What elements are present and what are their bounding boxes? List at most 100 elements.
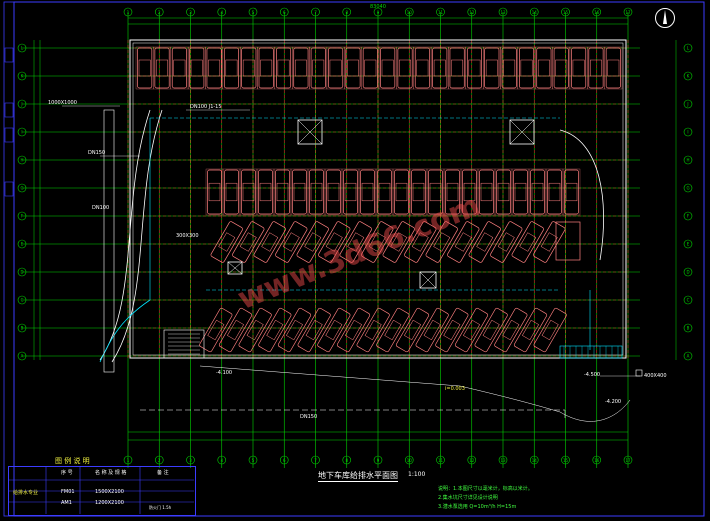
parking-stall-angled-upper	[404, 221, 437, 263]
parking-stall-middle-windshield	[531, 182, 544, 202]
parking-stall-angled-lower	[415, 307, 449, 353]
legend-header-1: 序 号	[61, 470, 73, 476]
column-axis-label: 12	[469, 10, 475, 15]
parking-stall-top-windshield	[607, 59, 620, 77]
parking-stall-top-bay	[430, 46, 449, 90]
parking-stall-top-windshield	[242, 59, 255, 77]
shaft-center	[419, 271, 437, 289]
column-axis-bubble-top	[342, 7, 352, 17]
parking-stall-top-windshield	[347, 59, 359, 77]
parking-stall-top-bay	[309, 46, 328, 90]
parking-stall-middle-windshield	[565, 182, 578, 202]
row-axis-bubble-left	[17, 351, 27, 361]
parking-stall-top-bay	[465, 46, 484, 90]
column-axis-label: 8	[345, 10, 348, 15]
parking-stall-middle-bay	[511, 168, 530, 216]
parking-stall-angled-upper	[296, 221, 329, 263]
row-axis-label-right: E	[687, 242, 690, 247]
column-axis-label: 11	[438, 10, 444, 15]
parking-stall-top-windshield	[381, 59, 394, 77]
column-axis-bubble-top	[217, 7, 227, 17]
parking-stall-top-windshield	[208, 59, 221, 77]
parking-stall-angled-lower	[533, 307, 567, 353]
parking-stall-angled-lower	[258, 307, 292, 353]
parking-stall-top	[328, 47, 344, 89]
legend-row-1-size: 1500X2100	[95, 489, 124, 495]
parking-stall-angled-lower	[336, 307, 371, 353]
parking-stall-middle	[224, 169, 239, 215]
parking-stall-middle	[241, 169, 256, 215]
row-axis-label: K	[21, 74, 24, 79]
parking-stall-middle-bay	[545, 168, 564, 216]
parking-stall-top-bay	[257, 46, 276, 90]
parking-stall-top-windshield	[433, 59, 446, 77]
column-axis-bubble-bottom	[342, 455, 352, 465]
parking-stall-angled-upper	[382, 221, 415, 263]
row-axis-bubble-left	[17, 71, 27, 81]
parking-stall-middle-bay	[307, 168, 326, 216]
parking-stall-middle	[275, 169, 290, 215]
parking-stall-middle-windshield	[514, 182, 527, 202]
parking-stall-middle	[530, 169, 545, 215]
row-axis-label-right: G	[686, 186, 689, 191]
column-axis-bubble-top	[623, 7, 633, 17]
parking-stall-middle-bay	[341, 168, 360, 216]
column-axis-label: 3	[189, 10, 192, 15]
column-axis-label: 15	[563, 10, 569, 15]
parking-stall-top-bay	[222, 46, 241, 90]
column-axis-label: 13	[500, 10, 506, 15]
column-axis-bubble-bottom	[311, 455, 320, 465]
parking-stall-middle-bay	[205, 168, 224, 216]
column-axis-label-bottom: 7	[314, 458, 317, 463]
binding-strip	[3, 1, 15, 517]
exterior-wall-left	[103, 109, 115, 373]
row-axis-label: A	[21, 354, 24, 359]
parking-stall-top-bay	[135, 46, 154, 90]
row-axis-label-right: A	[687, 354, 690, 359]
legend-table: 图 例 说 明 给排水专业 序 号 名 称 及 规 格 备 注 FM01 150…	[8, 457, 196, 516]
parking-stall-middle-windshield	[327, 182, 340, 202]
parking-stall-top-bay	[517, 46, 536, 90]
parking-stall-middle	[428, 169, 443, 215]
parking-stall-angled-upper	[253, 221, 286, 263]
note-line-3: 3.潜水泵选用 Q=10m³/h H=15m	[438, 504, 517, 510]
parking-stall-angled-lower	[435, 307, 469, 353]
parking-stall-angled-upper	[447, 221, 480, 263]
parking-stall-top	[536, 47, 552, 89]
column-axis-bubble-bottom	[498, 455, 508, 465]
parking-stall-angled-lower	[199, 307, 233, 353]
parking-stall-top	[154, 47, 170, 89]
parking-stall-top	[380, 47, 396, 89]
parking-stall-top-bay	[604, 46, 623, 90]
parking-stall-top-windshield	[485, 59, 498, 77]
parking-stall-angled-upper	[318, 221, 351, 263]
annotation-pipe-1: DN100 J1-15	[190, 104, 222, 110]
parking-stall-angled-upper	[533, 221, 566, 263]
border-marker	[4, 102, 14, 118]
parking-stall-angled-upper	[275, 221, 308, 263]
parking-stall-top-windshield	[225, 59, 238, 77]
legend-row-1-code: FM01	[61, 489, 75, 495]
parking-stall-top	[362, 47, 378, 89]
parking-stall-middle-windshield	[497, 182, 510, 202]
parking-stall-top	[588, 47, 604, 89]
shaft-small	[227, 261, 243, 275]
parking-stall-middle	[292, 169, 307, 215]
legend-side-label: 给排水专业	[13, 490, 39, 496]
parking-stall-angled-lower	[297, 307, 331, 353]
parking-stall-top	[501, 47, 517, 89]
column-axis-bubble-bottom	[373, 455, 383, 465]
row-axis-bubble-right	[683, 99, 693, 109]
annotation-drain-1: DN100	[92, 205, 110, 211]
column-axis-bubble-bottom	[529, 455, 539, 465]
column-axis-label: 6	[283, 10, 286, 15]
annotation-outlet: 400X400	[644, 373, 667, 379]
parking-stall-top-bay	[535, 46, 553, 90]
column-axis-label-bottom: 3	[189, 458, 192, 463]
column-axis-bubble-bottom	[186, 455, 195, 465]
row-axis-bubble-left	[17, 43, 27, 53]
column-axis-label: 9	[377, 10, 380, 15]
parking-stall-middle-windshield	[225, 182, 238, 202]
parking-stall-top-bay	[482, 46, 501, 90]
parking-stall-middle-bay	[239, 168, 258, 216]
